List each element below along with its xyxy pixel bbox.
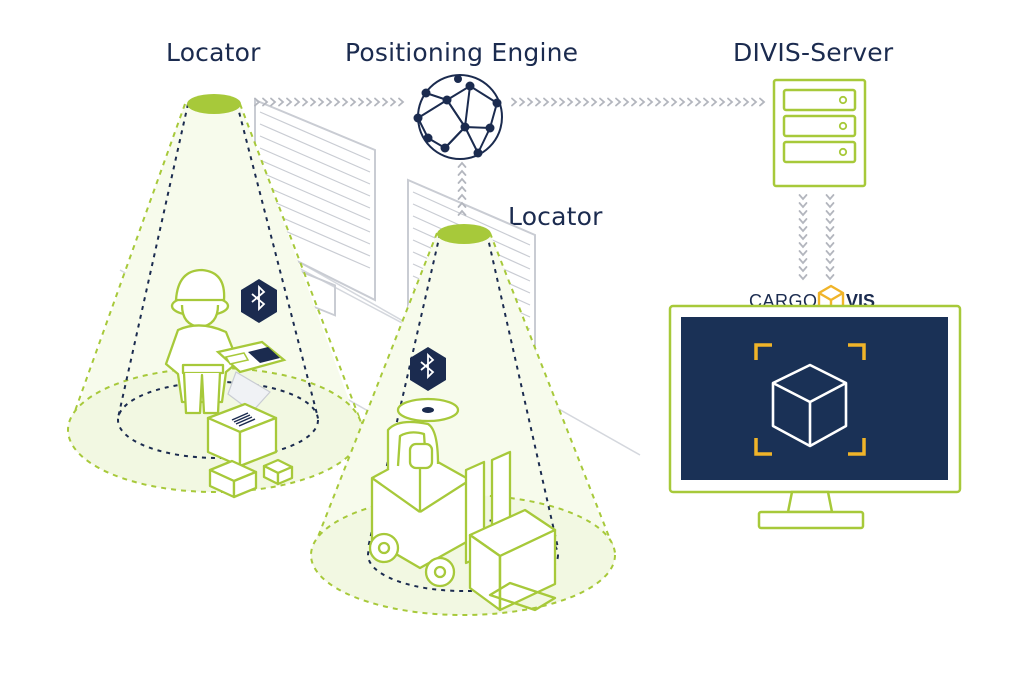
flow-chevron — [798, 250, 808, 257]
flow-chevron — [751, 97, 758, 107]
flow-chevron — [326, 97, 333, 107]
parcel-boxes-left — [206, 402, 294, 499]
flow-chevron — [798, 266, 808, 273]
flow-chevron — [759, 97, 766, 107]
flow-chevron — [457, 201, 467, 208]
flow-chevron — [798, 202, 808, 209]
bluetooth-icon — [241, 279, 277, 323]
flow-chevron — [825, 250, 835, 257]
flow-chevron — [639, 97, 646, 107]
flow-chevron — [727, 97, 734, 107]
flow-chevron — [278, 97, 285, 107]
flow-chevron — [735, 97, 742, 107]
flow-chevron — [382, 97, 389, 107]
locator-left-device — [187, 94, 241, 114]
flow-chevron — [631, 97, 638, 107]
flow-chevron — [457, 185, 467, 192]
flow-chevron — [457, 177, 467, 184]
flow-chevron — [350, 97, 357, 107]
flow-chevron — [655, 97, 662, 107]
flow-chevron — [591, 97, 598, 107]
flow-chevron — [390, 97, 397, 107]
divis-server-label: DIVIS-Server — [733, 38, 894, 67]
flow-chevron — [398, 97, 405, 107]
flow-chevron — [366, 97, 373, 107]
flow-chevron — [711, 97, 718, 107]
flow-chevron — [270, 97, 277, 107]
flow-chevron — [825, 234, 835, 241]
locator-right-label: Locator — [508, 202, 603, 231]
flow-chevron — [559, 97, 566, 107]
flow-chevron — [457, 161, 467, 168]
flow-chevron — [607, 97, 614, 107]
flow-chevron — [457, 193, 467, 200]
flow-chevron — [262, 97, 269, 107]
flow-chevron — [825, 218, 835, 225]
flow-chevron — [825, 210, 835, 217]
flow-chevron — [358, 97, 365, 107]
flow-chevron — [511, 97, 518, 107]
server-icon — [772, 78, 867, 188]
flow-chevron — [743, 97, 750, 107]
flow-chevron — [798, 226, 808, 233]
flow-chevron — [615, 97, 622, 107]
flow-chevron — [599, 97, 606, 107]
bluetooth-icon — [410, 347, 446, 391]
scanner-device — [215, 340, 287, 413]
flow-chevron — [798, 210, 808, 217]
focus-frame-corners — [754, 343, 866, 456]
locator-right-device — [437, 224, 491, 244]
network-icon — [413, 74, 503, 160]
flow-chevron — [663, 97, 670, 107]
flow-chevron — [374, 97, 381, 107]
flow-chevron — [798, 218, 808, 225]
flow-chevron — [294, 97, 301, 107]
flow-chevron — [647, 97, 654, 107]
locator-left-label: Locator — [166, 38, 261, 67]
flow-chevron — [695, 97, 702, 107]
flow-chevron — [543, 97, 550, 107]
flow-chevron — [825, 258, 835, 265]
flow-chevron — [310, 97, 317, 107]
monitor — [668, 304, 962, 530]
flow-chevron — [798, 194, 808, 201]
forklift-figure — [368, 397, 557, 612]
flow-chevron — [535, 97, 542, 107]
flow-chevron — [679, 97, 686, 107]
flow-chevron — [575, 97, 582, 107]
flow-chevron — [825, 194, 835, 201]
flow-chevron — [825, 274, 835, 281]
flow-chevron — [798, 258, 808, 265]
flow-chevron — [254, 97, 261, 107]
flow-chevron — [519, 97, 526, 107]
flow-arrows — [254, 97, 835, 281]
cube-icon — [771, 363, 848, 448]
worker-figure — [164, 268, 240, 415]
flow-chevron — [457, 209, 467, 216]
flow-chevron — [286, 97, 293, 107]
flow-chevron — [671, 97, 678, 107]
flow-chevron — [703, 97, 710, 107]
flow-chevron — [798, 234, 808, 241]
flow-chevron — [623, 97, 630, 107]
flow-chevron — [551, 97, 558, 107]
flow-chevron — [457, 169, 467, 176]
flow-chevron — [825, 242, 835, 249]
flow-chevron — [583, 97, 590, 107]
flow-chevron — [334, 97, 341, 107]
flow-chevron — [527, 97, 534, 107]
flow-chevron — [798, 274, 808, 281]
flow-chevron — [567, 97, 574, 107]
flow-chevron — [318, 97, 325, 107]
flow-chevron — [825, 226, 835, 233]
flow-chevron — [687, 97, 694, 107]
flow-chevron — [798, 242, 808, 249]
flow-chevron — [825, 202, 835, 209]
flow-chevron — [342, 97, 349, 107]
flow-chevron — [825, 266, 835, 273]
positioning-engine-label: Positioning Engine — [345, 38, 579, 67]
flow-chevron — [719, 97, 726, 107]
flow-chevron — [302, 97, 309, 107]
